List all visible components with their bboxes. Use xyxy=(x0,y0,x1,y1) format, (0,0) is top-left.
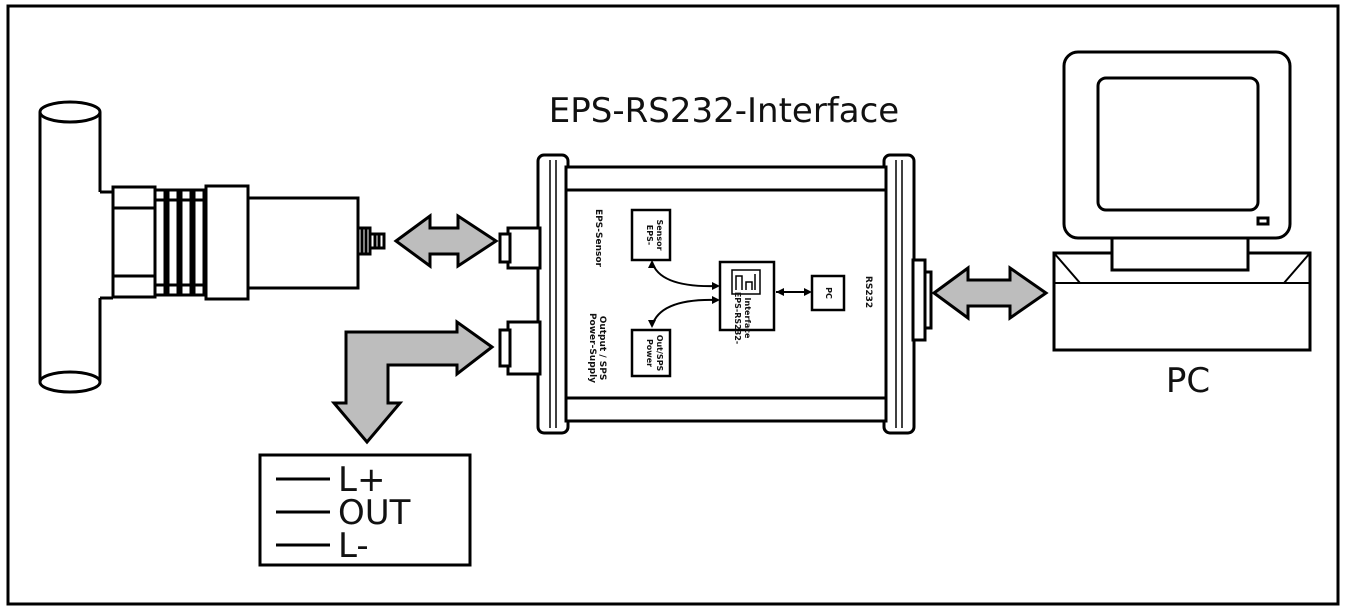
legend-item-l-minus: L- xyxy=(338,526,369,566)
legend-item-out: OUT xyxy=(338,493,411,533)
block-label-interface-2: Interface xyxy=(743,298,752,339)
panel-arrowheads xyxy=(648,260,812,328)
output-l-arrow xyxy=(330,319,495,445)
pc-double-arrow xyxy=(931,265,1049,321)
port-label-power-supply: Power-Supply xyxy=(587,313,597,383)
pc-computer-icon xyxy=(1052,50,1312,352)
panel-blocks xyxy=(630,208,846,378)
pc-label: PC xyxy=(1166,361,1210,401)
diagram-title: EPS-RS232-Interface xyxy=(549,91,899,131)
pipe-with-sensor xyxy=(38,100,386,394)
block-label-interface-1: EPS-RS232- xyxy=(733,292,742,344)
block-label-eps-2: Sensor xyxy=(655,219,664,250)
legend-box xyxy=(258,453,472,567)
block-label-eps-1: EPS- xyxy=(645,225,654,245)
legend-item-l-plus: L+ xyxy=(338,460,385,500)
block-label-pc: PC xyxy=(824,287,833,299)
port-label-rs232: RS232 xyxy=(863,276,873,308)
port-label-eps-sensor: EPS-Sensor xyxy=(593,209,603,267)
sensor-double-arrow xyxy=(393,213,499,269)
block-label-power-2: Out/SPS xyxy=(655,335,664,372)
port-label-output-sps: Output / SPS xyxy=(597,316,607,381)
circuit-icon xyxy=(731,269,761,295)
block-label-power-1: Power xyxy=(645,339,654,367)
